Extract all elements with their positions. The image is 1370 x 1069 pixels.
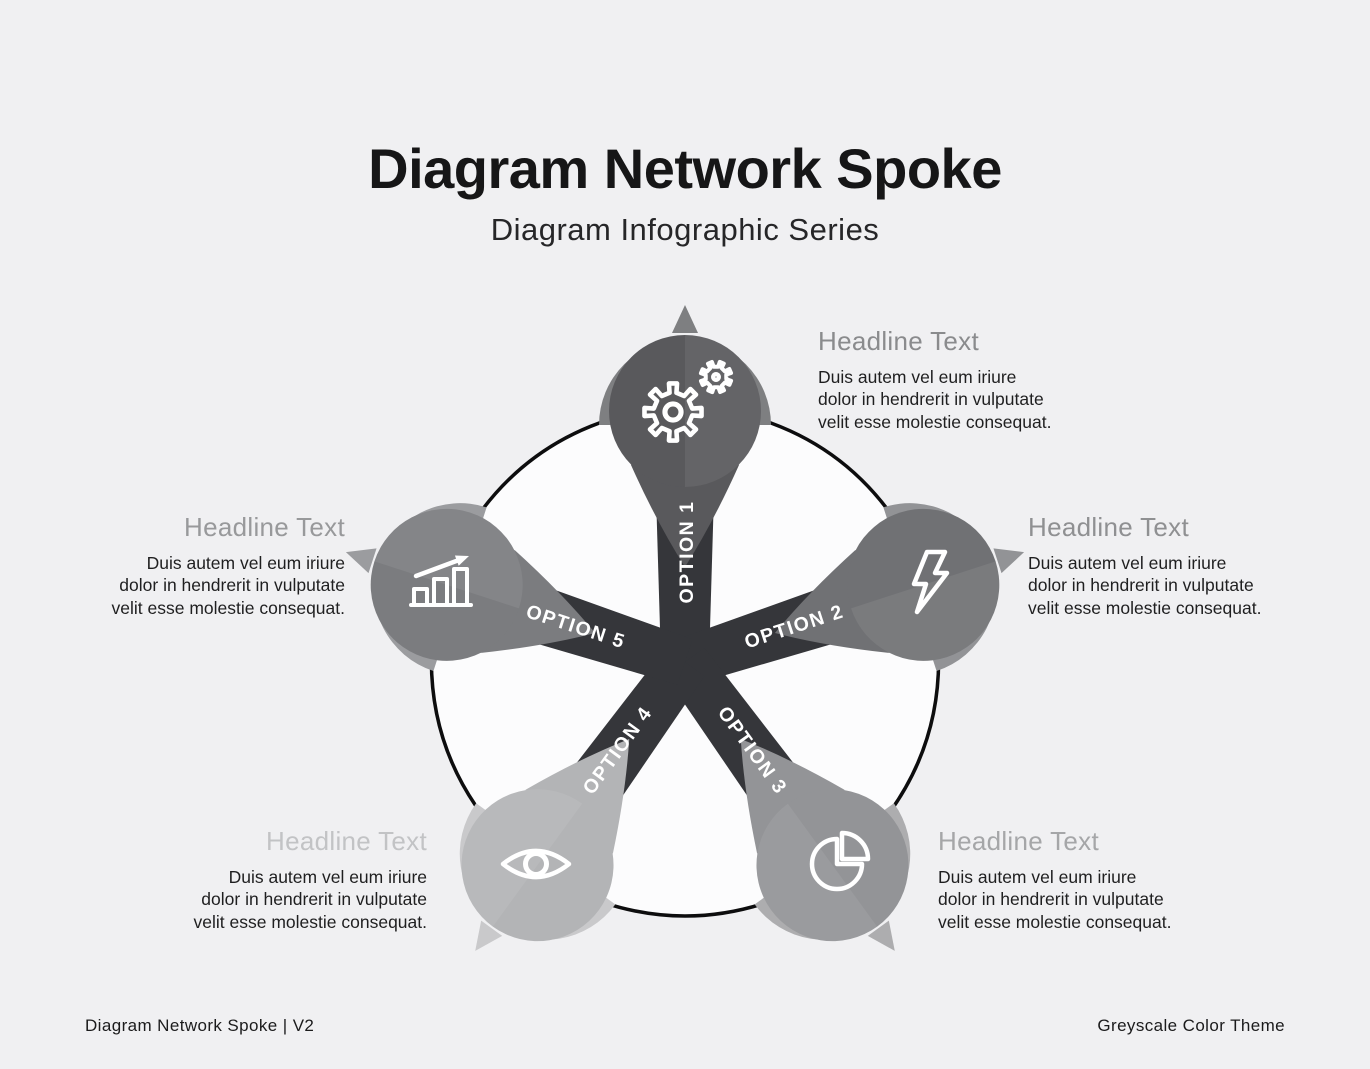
headline-title: Headline Text (818, 326, 979, 356)
headline-body-line: velit esse molestie consequat. (111, 597, 345, 618)
headline-title: Headline Text (266, 826, 427, 856)
headline-body-line: velit esse molestie consequat. (1028, 597, 1262, 618)
headline-body-line: dolor in hendrerit in vulputate (938, 889, 1164, 910)
headline-body-line: Duis autem vel eum iriure (228, 867, 427, 887)
node-body (461, 789, 614, 942)
spoke-label-option-1: OPTION 1 (676, 500, 698, 603)
node-body (609, 335, 761, 487)
headline-body-line: dolor in hendrerit in vulputate (1028, 575, 1254, 596)
headline-body-line: velit esse molestie consequat. (193, 911, 427, 932)
headline-block-option-4: Headline Text Duis autem vel eum iriure … (167, 826, 427, 933)
footer-theme-text: Greyscale Color Theme (1097, 1016, 1285, 1035)
headline-body-line: velit esse molestie consequat. (818, 411, 1052, 432)
page-title: Diagram Network Spoke (368, 137, 1002, 200)
bar-chart-icon (409, 555, 473, 607)
node-highlight (851, 561, 1000, 661)
node-highlight (756, 803, 878, 942)
headline-body-line: Duis autem vel eum iriure (938, 867, 1137, 887)
headline-body-line: dolor in hendrerit in vulputate (818, 389, 1044, 410)
pie-chart-icon (809, 830, 871, 892)
headline-body-line: Duis autem vel eum iriure (1028, 553, 1227, 573)
node-option-3 (740, 738, 911, 951)
headline-body-line: dolor in hendrerit in vulputate (119, 575, 345, 596)
node-highlight (461, 789, 583, 927)
node-spike (672, 305, 698, 333)
headline-block-option-1: Headline Text Duis autem vel eum iriure … (818, 326, 1078, 433)
headline-block-option-5: Headline Text Duis autem vel eum iriure … (85, 512, 345, 619)
headline-body-line: dolor in hendrerit in vulputate (201, 889, 427, 910)
footer-version-text: Diagram Network Spoke | V2 (85, 1016, 315, 1035)
headline-body-line: Duis autem vel eum iriure (146, 553, 345, 573)
page-subtitle: Diagram Infographic Series (490, 212, 880, 247)
eye-icon (500, 848, 572, 880)
node-spike (345, 548, 377, 574)
node-spike (867, 920, 895, 951)
gears-icon (642, 359, 734, 443)
node-spike (475, 920, 503, 951)
headline-title: Headline Text (1028, 512, 1189, 542)
node-body (756, 789, 909, 942)
headline-body-line: Duis autem vel eum iriure (818, 367, 1017, 387)
node-option-4 (459, 738, 630, 951)
headline-title: Headline Text (184, 512, 345, 542)
lightning-icon (911, 549, 950, 615)
headline-body-line: velit esse molestie consequat. (938, 911, 1172, 932)
headline-title: Headline Text (938, 826, 1099, 856)
node-option-2 (774, 503, 1025, 671)
headline-block-option-3: Headline Text Duis autem vel eum iriure … (938, 826, 1198, 933)
node-highlight (374, 508, 523, 609)
headline-block-option-2: Headline Text Duis autem vel eum iriure … (1028, 512, 1288, 619)
node-spike (993, 548, 1025, 574)
